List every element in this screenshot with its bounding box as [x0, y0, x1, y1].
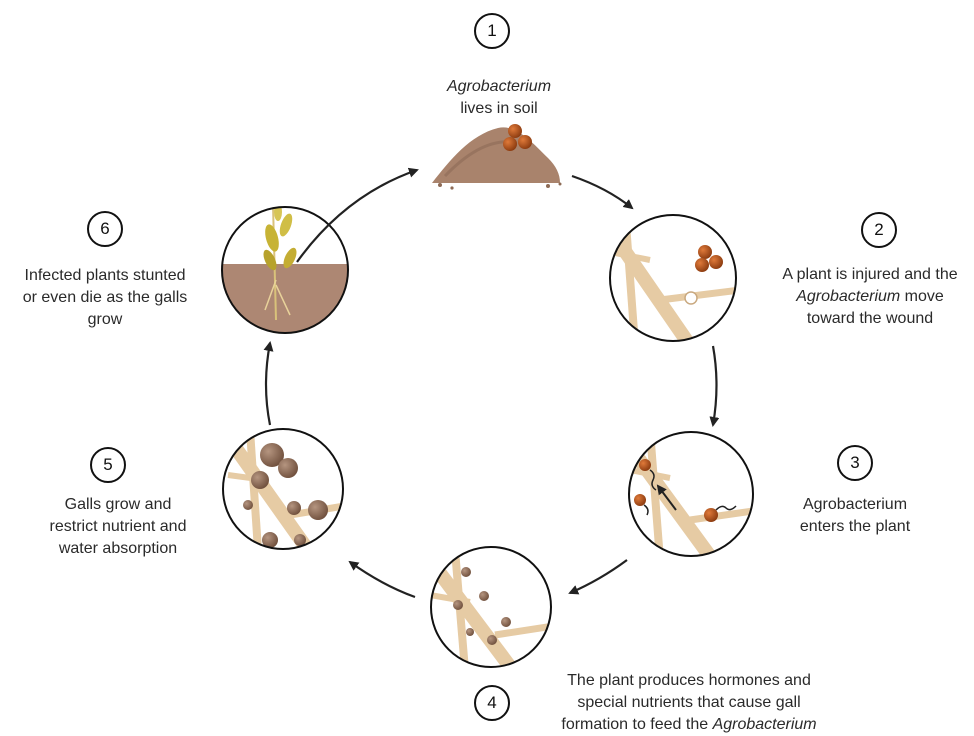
gall-formation-illustration: [430, 547, 560, 680]
step-4-label: The plant produces hormones and special …: [527, 670, 851, 736]
step-6-label: Infected plants stunted or even die as t…: [4, 265, 206, 331]
soil-mound-illustration: [432, 124, 562, 190]
arrow-step5-to-step6: [266, 343, 270, 425]
step-3-badge: 3: [837, 445, 873, 481]
arrow-step2-to-step3: [713, 346, 717, 425]
step-2-badge: 2: [861, 212, 897, 248]
step-3-label: Agrobacterium enters the plant: [770, 494, 940, 538]
injured-root-illustration: [600, 210, 740, 360]
step-5-label: Galls grow and restrict nutrient and wat…: [30, 494, 206, 560]
bacteria-entering-root-illustration: [625, 430, 760, 570]
step-1-badge: 1: [474, 13, 510, 49]
arrow-step4-to-step5: [350, 562, 415, 597]
step-6-badge: 6: [87, 211, 123, 247]
step-4-badge: 4: [474, 685, 510, 721]
step-1-label: Agrobacterium lives in soil: [414, 76, 584, 120]
arrow-step1-to-step2: [572, 176, 632, 208]
grown-galls-illustration: [223, 429, 350, 560]
arrow-step3-to-step4: [570, 560, 627, 593]
step-2-label: A plant is injured and the Agrobacterium…: [768, 264, 972, 330]
step-5-badge: 5: [90, 447, 126, 483]
